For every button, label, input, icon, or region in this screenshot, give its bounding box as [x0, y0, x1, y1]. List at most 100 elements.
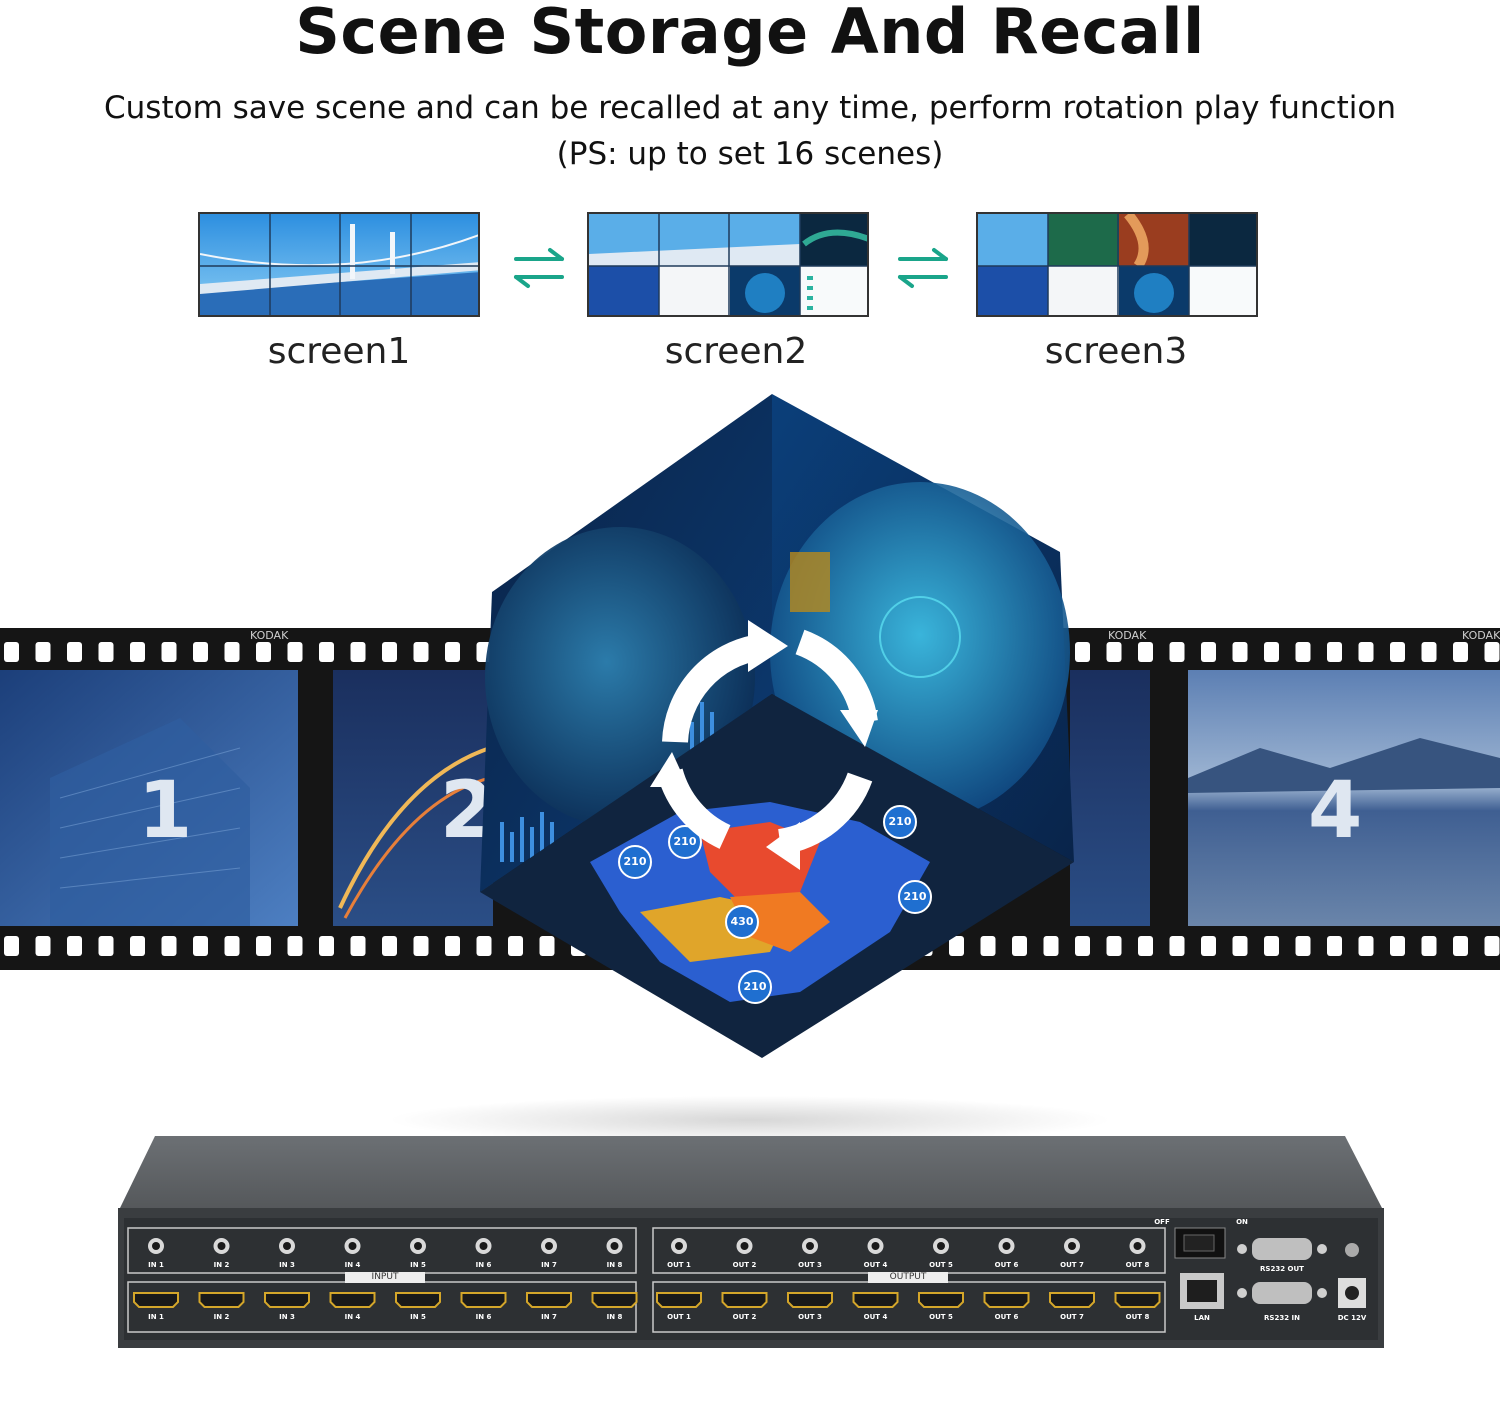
- input-port-label: IN 1: [148, 1313, 164, 1321]
- sprocket-hole: [193, 936, 208, 956]
- sprocket-hole: [1138, 936, 1153, 956]
- sprocket-hole: [130, 642, 145, 662]
- sprocket-hole: [382, 936, 397, 956]
- sprocket-hole: [1358, 936, 1374, 956]
- output-audio-jack-hole: [740, 1242, 749, 1250]
- input-port-label: IN 7: [541, 1261, 557, 1269]
- output-hdmi-port: [721, 1292, 768, 1308]
- map-value-6: 210: [743, 980, 767, 993]
- input-port-label: IN 5: [410, 1261, 426, 1269]
- output-port-label: OUT 2: [732, 1261, 757, 1269]
- frame-number-4: 4: [1308, 766, 1363, 856]
- map-value-3: 210: [888, 815, 912, 828]
- output-port-label: OUT 8: [1125, 1313, 1150, 1321]
- output-port-label: OUT 6: [994, 1313, 1019, 1321]
- map-value-5: 430: [730, 915, 754, 928]
- sprocket-hole: [224, 642, 240, 662]
- screen2-label: screen2: [664, 331, 808, 372]
- input-port-label: IN 4: [344, 1313, 361, 1321]
- sprocket-hole: [256, 936, 271, 956]
- input-hdmi-port: [133, 1292, 179, 1308]
- sprocket-hole: [949, 936, 964, 956]
- sprocket-hole: [1075, 642, 1090, 662]
- input-port-label: IN 1: [148, 1261, 164, 1269]
- sprocket-hole: [1169, 936, 1185, 956]
- sprocket-hole: [1138, 642, 1153, 662]
- sprocket-hole: [1421, 936, 1437, 956]
- sprocket-hole: [445, 936, 460, 956]
- output-audio-jack-hole: [675, 1242, 683, 1250]
- sprocket-hole: [35, 642, 51, 662]
- sprocket-hole: [539, 936, 555, 956]
- input-audio-jack-hole: [217, 1242, 226, 1250]
- sprocket-hole: [350, 936, 366, 956]
- sprocket-hole: [1232, 936, 1248, 956]
- sprocket-hole: [1075, 936, 1090, 956]
- sprocket-hole: [1169, 642, 1185, 662]
- input-port-label: IN 6: [475, 1261, 492, 1269]
- sprocket-hole: [1390, 936, 1405, 956]
- input-hdmi-port: [526, 1292, 572, 1308]
- input-hdmi-port: [198, 1292, 245, 1308]
- sprocket-hole: [1201, 936, 1216, 956]
- input-port-label: IN 3: [279, 1313, 295, 1321]
- sprocket-hole: [1421, 642, 1437, 662]
- frame-number-1: 1: [138, 766, 193, 856]
- sprocket-hole: [98, 936, 114, 956]
- sprocket-hole: [130, 936, 145, 956]
- input-port-label: IN 5: [410, 1313, 426, 1321]
- input-hdmi-port: [591, 1292, 638, 1308]
- sprocket-hole: [1295, 642, 1311, 662]
- input-audio-jack-hole: [545, 1242, 553, 1250]
- output-port-label: OUT 3: [798, 1261, 822, 1269]
- dc-12v-label: DC 12V: [1337, 1314, 1367, 1322]
- power-off-label: OFF: [1154, 1218, 1170, 1226]
- input-audio-jack-hole: [348, 1242, 357, 1250]
- output-port-label: OUT 7: [1060, 1261, 1084, 1269]
- sprocket-hole: [1043, 936, 1059, 956]
- sprocket-hole: [35, 936, 51, 956]
- input-hdmi-port: [395, 1292, 441, 1308]
- sprocket-hole: [161, 642, 177, 662]
- swap-arrows-icon-1: [512, 246, 566, 294]
- output-hdmi-port: [787, 1292, 833, 1308]
- input-port-label: IN 4: [344, 1261, 361, 1269]
- output-port-label: OUT 8: [1125, 1261, 1150, 1269]
- input-group-label: INPUT: [345, 1272, 425, 1283]
- sprocket-hole: [256, 642, 271, 662]
- map-value-4: 210: [903, 890, 927, 903]
- sprocket-hole: [445, 642, 460, 662]
- sprocket-hole: [1012, 936, 1027, 956]
- input-hdmi-port: [460, 1292, 507, 1308]
- input-hdmi-port: [264, 1292, 310, 1308]
- sprocket-hole: [1106, 936, 1122, 956]
- film-brand-label-3: KODAK: [1462, 629, 1500, 642]
- sprocket-hole: [1453, 642, 1468, 662]
- lan-label: LAN: [1194, 1314, 1210, 1322]
- sprocket-hole: [508, 936, 523, 956]
- output-hdmi-port: [852, 1292, 899, 1308]
- output-port-label: OUT 1: [667, 1313, 691, 1321]
- sprocket-hole: [1264, 936, 1279, 956]
- input-port-label: IN 3: [279, 1261, 295, 1269]
- input-audio-jack-hole: [479, 1242, 488, 1250]
- output-port-label: OUT 6: [994, 1261, 1019, 1269]
- output-audio-jack-hole: [937, 1242, 945, 1250]
- subtitle-line-2: (PS: up to set 16 scenes): [556, 136, 944, 172]
- power-on-label: ON: [1236, 1218, 1248, 1226]
- sprocket-hole: [193, 642, 208, 662]
- sprocket-hole: [1484, 936, 1500, 956]
- film-brand-label-1: KODAK: [250, 629, 289, 642]
- output-hdmi-port: [1049, 1292, 1095, 1308]
- sprocket-hole: [1327, 936, 1342, 956]
- output-hdmi-port: [656, 1292, 702, 1308]
- input-port-label: IN 6: [475, 1313, 492, 1321]
- screen3-label: screen3: [1044, 331, 1188, 372]
- scene-cube: 210 210 210 210 430 210: [470, 392, 1080, 1060]
- rs232-out-label: RS232 OUT: [1260, 1265, 1304, 1273]
- input-audio-jack-hole: [283, 1242, 291, 1250]
- sprocket-hole: [224, 936, 240, 956]
- sprocket-hole: [1453, 936, 1468, 956]
- sprocket-hole: [1232, 642, 1248, 662]
- sprocket-hole: [382, 642, 397, 662]
